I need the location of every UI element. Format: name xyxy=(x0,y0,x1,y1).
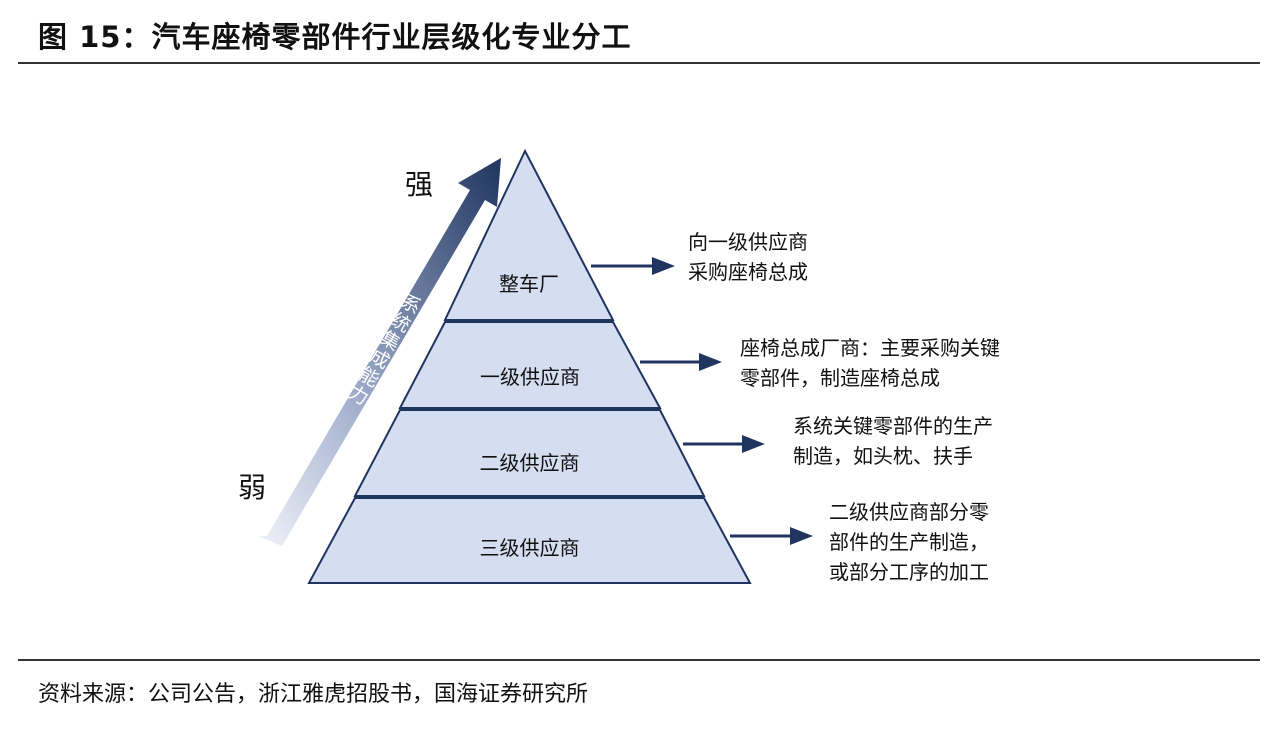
tier-shape-tier1 xyxy=(398,321,662,409)
desc-line: 或部分工序的加工 xyxy=(829,560,989,584)
arrow-tier3 xyxy=(730,527,813,545)
tier-desc-tier2: 系统关键零部件的生产 制造，如头枕、扶手 xyxy=(793,411,993,471)
desc-line: 采购座椅总成 xyxy=(688,260,808,284)
bottom-rule xyxy=(18,659,1260,661)
desc-line: 向一级供应商 xyxy=(688,230,808,254)
tier-desc-tier3: 二级供应商部分零 部件的生产制造， 或部分工序的加工 xyxy=(829,497,989,587)
desc-line: 座椅总成厂商：主要采购关键 xyxy=(740,336,1000,360)
tier-label-tier3: 三级供应商 xyxy=(479,536,580,560)
tier-label-oem: 整车厂 xyxy=(499,272,559,296)
axis-strong-label: 强 xyxy=(405,168,434,201)
tier-shape-oem xyxy=(443,148,615,321)
desc-line: 系统关键零部件的生产 xyxy=(793,414,993,438)
top-rule xyxy=(18,62,1260,64)
tier-desc-oem: 向一级供应商 采购座椅总成 xyxy=(688,227,808,287)
capability-arrow xyxy=(258,158,501,546)
tier-shape-tier2 xyxy=(353,409,706,497)
arrow-tier1 xyxy=(640,353,722,371)
desc-line: 二级供应商部分零 xyxy=(829,500,989,524)
arrow-oem xyxy=(591,257,675,275)
tier-shape-tier3 xyxy=(307,497,752,584)
figure-title: 图 15：汽车座椅零部件行业层级化专业分工 xyxy=(38,20,632,54)
desc-line: 部件的生产制造， xyxy=(829,530,989,554)
arrow-tier2 xyxy=(683,435,765,453)
desc-line: 零部件，制造座椅总成 xyxy=(740,366,940,390)
desc-line: 制造，如头枕、扶手 xyxy=(793,444,973,468)
axis-weak-label: 弱 xyxy=(238,471,267,504)
tier-label-tier1: 一级供应商 xyxy=(480,365,580,389)
tier-label-tier2: 二级供应商 xyxy=(479,451,580,475)
tier-desc-tier1: 座椅总成厂商：主要采购关键 零部件，制造座椅总成 xyxy=(740,333,1000,393)
source-note: 资料来源：公司公告，浙江雅虎招股书，国海证券研究所 xyxy=(38,682,589,707)
